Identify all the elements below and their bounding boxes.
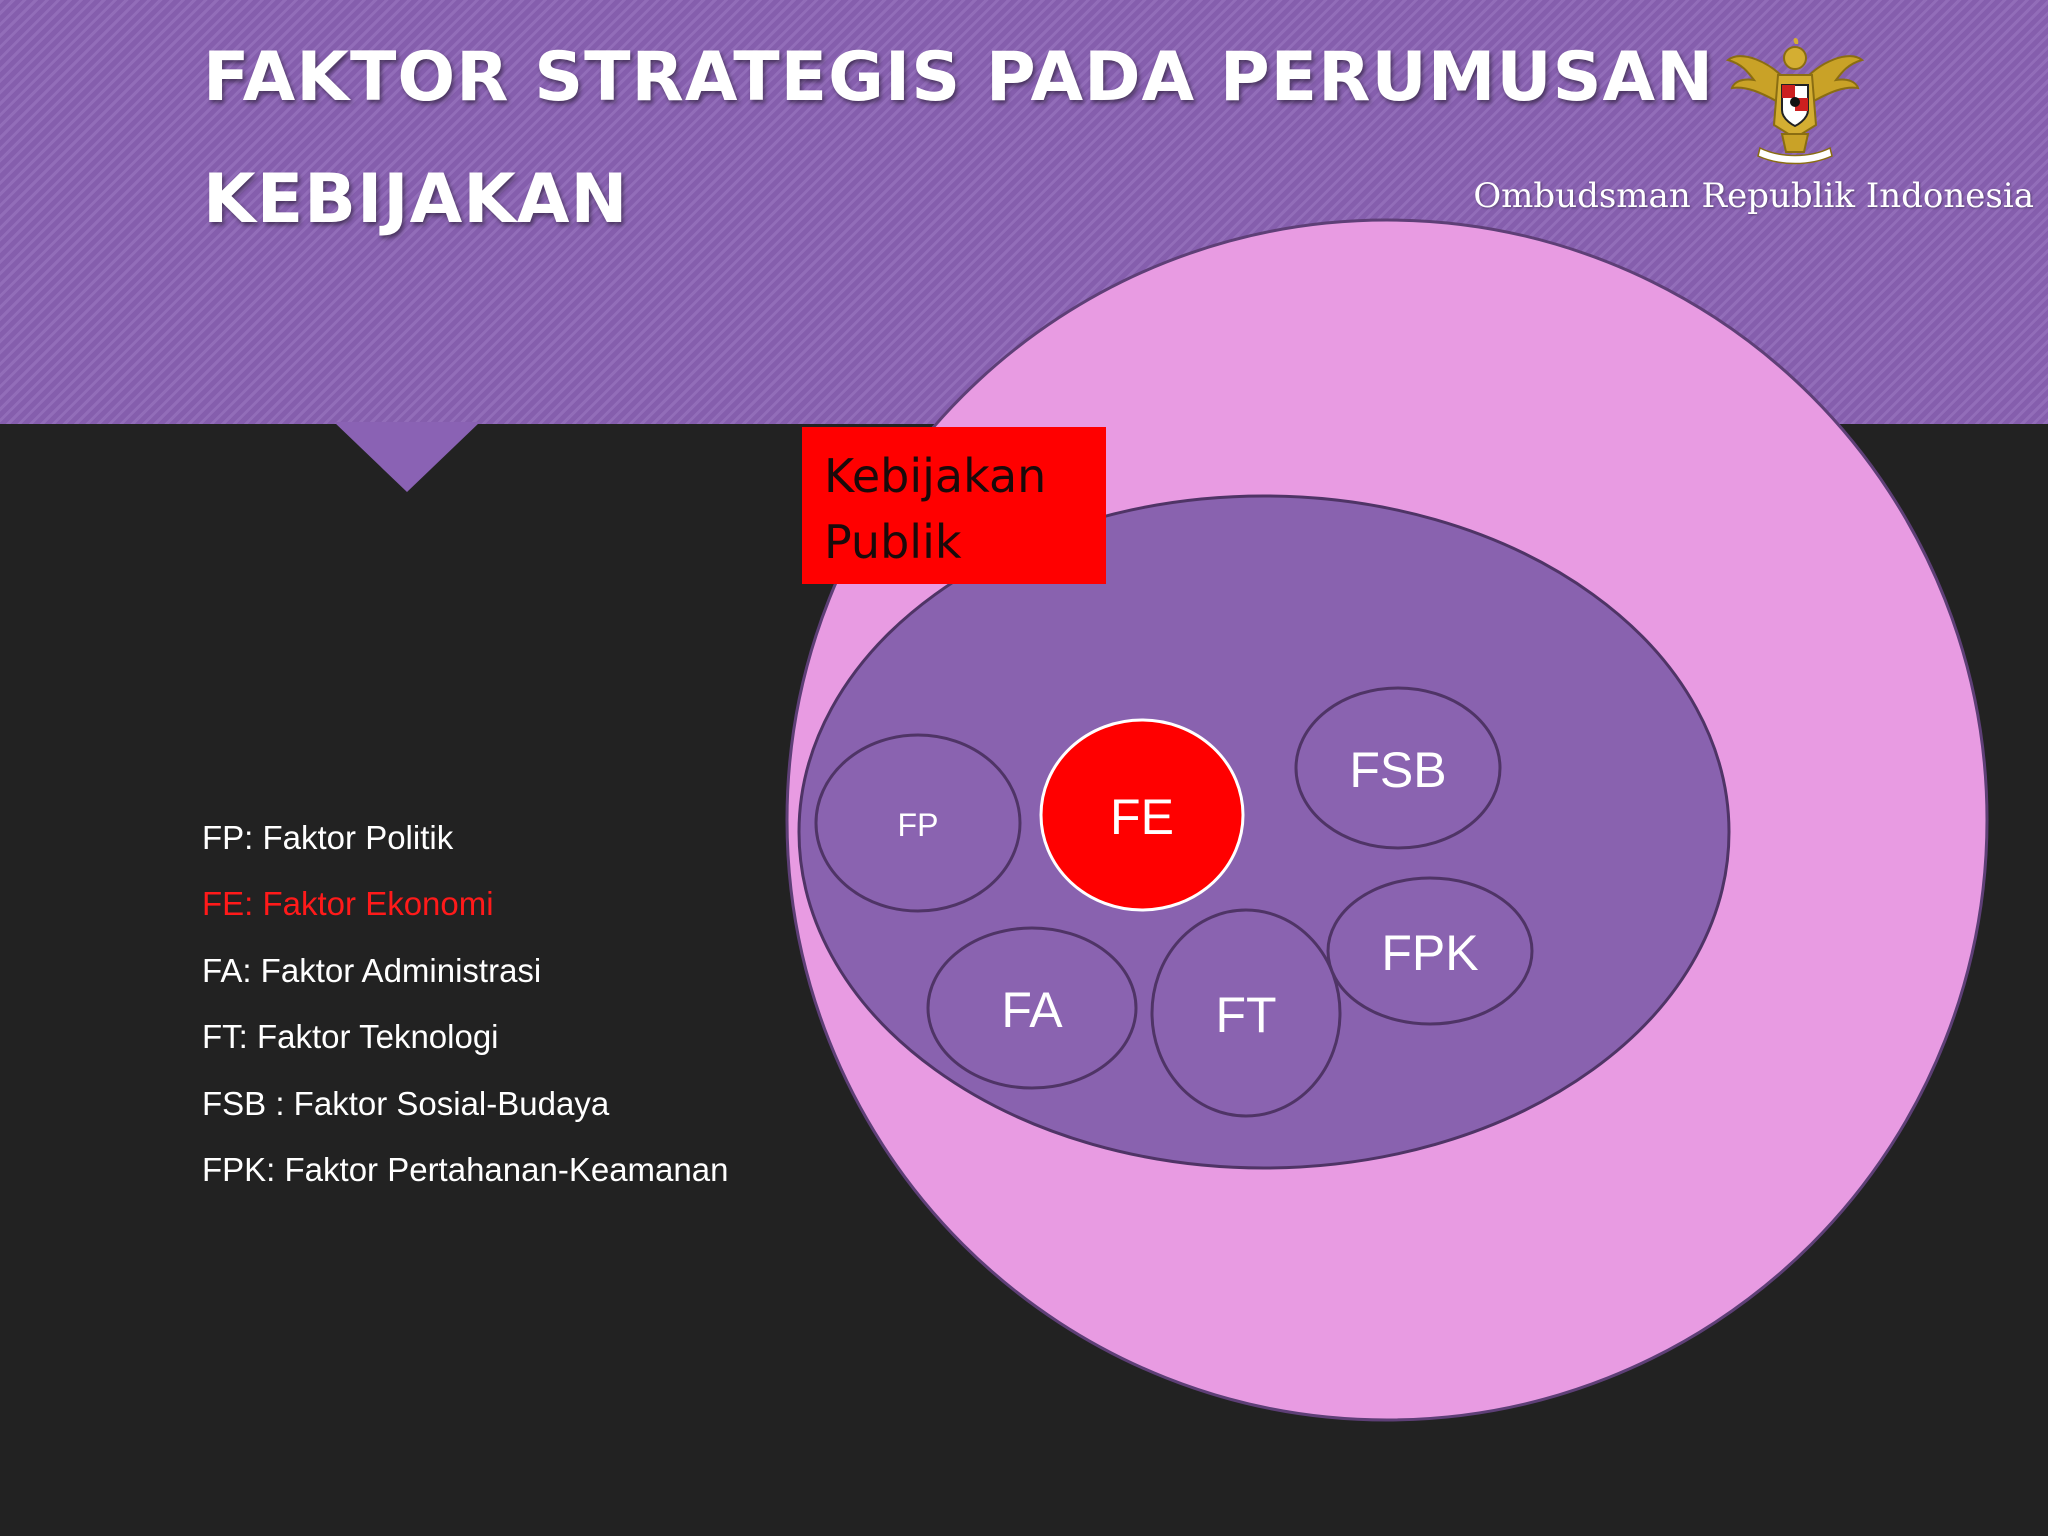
policy-label-line-1: Kebijakan bbox=[824, 449, 1047, 503]
factor-circle-ft: FT bbox=[1150, 908, 1342, 1118]
factor-label-ft: FT bbox=[1215, 987, 1276, 1043]
policy-label-line-2: Publik bbox=[824, 515, 962, 569]
factor-circle-ft-shape bbox=[1150, 908, 1342, 1118]
factor-circle-fpk-shape bbox=[1326, 876, 1534, 1026]
legend-item-fa: FA: Faktor Administrasi bbox=[202, 951, 542, 989]
header-band bbox=[0, 0, 2048, 424]
factor-circle-fp-shape bbox=[814, 733, 1022, 913]
factor-label-fe: FE bbox=[1110, 789, 1174, 845]
legend-item-ft: FT: Faktor Teknologi bbox=[202, 1018, 499, 1056]
factor-circle-fa-shape bbox=[926, 926, 1138, 1090]
factor-circle-fsb-shape bbox=[1294, 686, 1502, 850]
garuda-emblem-icon bbox=[1725, 38, 1865, 165]
factor-circle-fe: FE bbox=[1039, 718, 1245, 912]
factor-label-fpk: FPK bbox=[1381, 925, 1478, 981]
factor-circle-fp: FP bbox=[814, 733, 1022, 913]
factor-label-fsb: FSB bbox=[1349, 742, 1446, 798]
factor-circle-fa: FA bbox=[926, 926, 1138, 1090]
factor-circle-fsb: FSB bbox=[1294, 686, 1502, 850]
factor-circle-fe-shape bbox=[1039, 718, 1245, 912]
organization-name: Ombudsman Republik Indonesia bbox=[1473, 176, 2034, 216]
legend-item-fpk: FPK: Faktor Pertahanan-Keamanan bbox=[202, 1150, 729, 1188]
legend-item-fsb: FSB : Faktor Sosial-Budaya bbox=[202, 1084, 610, 1122]
factor-label-fa: FA bbox=[1001, 982, 1063, 1038]
legend-item-fp: FP: Faktor Politik bbox=[202, 819, 454, 856]
public-policy-label-box: Kebijakan Publik bbox=[802, 427, 1106, 584]
page-title-line-2: KEBIJAKAN bbox=[203, 160, 629, 239]
factor-legend: FP: Faktor Politik FE: Faktor Ekonomi FA… bbox=[202, 810, 728, 1208]
page-title-line-1: FAKTOR STRATEGIS PADA PERUMUSAN bbox=[203, 38, 1715, 117]
legend-item-fe: FE: Faktor Ekonomi bbox=[202, 885, 494, 923]
factor-label-fp: FP bbox=[898, 807, 939, 843]
factor-circle-fpk: FPK bbox=[1326, 876, 1534, 1026]
